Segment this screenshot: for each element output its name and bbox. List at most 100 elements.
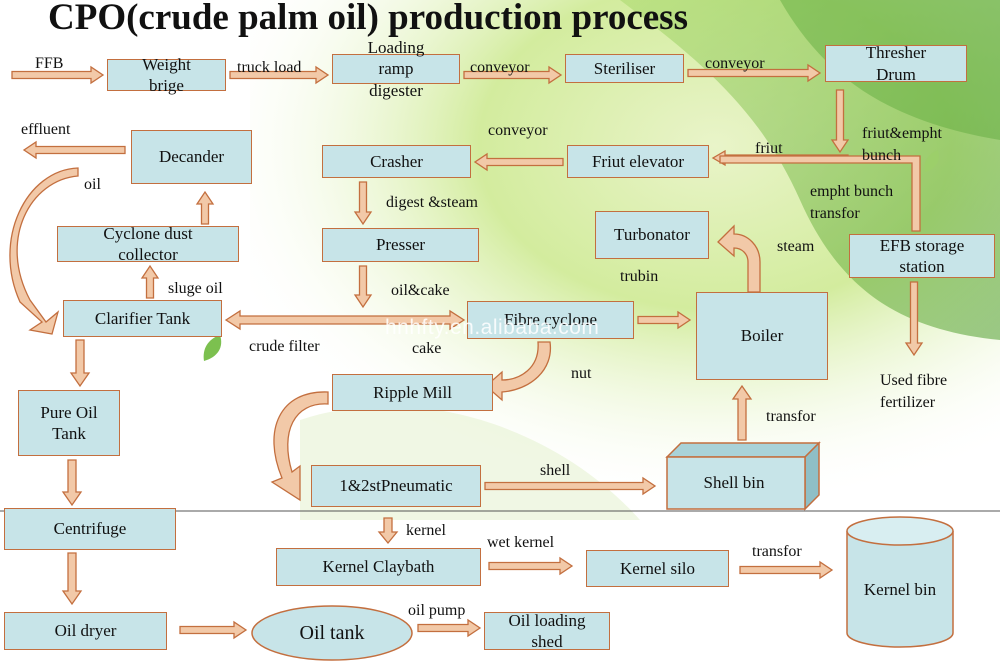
arrow-ripple-to-pneumatic: [270, 391, 329, 502]
arrow-clarifier-to-cyclone: [140, 264, 160, 299]
arrow-steam-up: [717, 224, 761, 293]
cyclone-dust-collector-label: Cyclone dust collector: [103, 223, 193, 264]
fruit-empty-bunch-label: friut&empht bunch: [862, 125, 942, 164]
transfer-label-2: transfor: [752, 543, 802, 560]
arrow-dryer-to-tank: [179, 620, 248, 640]
arrow-conveyor-2: [687, 63, 822, 83]
pure-oil-tank-label: Pure Oil Tank: [40, 402, 98, 443]
kernel-label: kernel: [406, 522, 446, 539]
arrow-crasher-down: [353, 181, 373, 226]
fruit-elevator-box: Friut elevator: [567, 145, 709, 178]
arrow-conveyor-1: [463, 65, 563, 85]
crude-filter-label: crude filter: [249, 338, 320, 355]
centrifuge-box: Centrifuge: [4, 508, 176, 550]
conveyor-label-1: conveyor: [470, 59, 530, 76]
arrow-oil-return: [9, 167, 79, 335]
oil-pump-label: oil pump: [408, 602, 466, 619]
arrow-effluent: [22, 140, 126, 160]
arrow-presser-down: [353, 265, 373, 309]
boiler-box: Boiler: [696, 292, 828, 380]
oil-dryer-label: Oil dryer: [54, 621, 117, 641]
fruit-elevator-label: Friut elevator: [591, 151, 685, 171]
turbonator-box: Turbonator: [595, 211, 709, 259]
kernel-bin-shape: [846, 516, 954, 648]
ffb-label: FFB: [35, 55, 64, 72]
oil-loading-shed-box: Oil loading shed: [484, 610, 610, 651]
arrow-truck-load: [229, 65, 330, 85]
arrow-cake-to-ripple: [485, 341, 552, 402]
arrow-pure-oil-down: [61, 459, 83, 507]
loading-ramp-box: Loading ramp digester: [332, 38, 460, 100]
efb-storage-label: EFB storage station: [879, 235, 965, 276]
boiler-label: Boiler: [740, 326, 784, 346]
kernel-claybath-label: Kernel Claybath: [322, 557, 435, 577]
cyclone-dust-collector-box: Cyclone dust collector: [57, 224, 239, 264]
turbine-label: trubin: [620, 268, 659, 285]
clarifier-tank-label: Clarifier Tank: [94, 308, 191, 328]
arrow-conveyor-3: [473, 152, 564, 172]
presser-label: Presser: [375, 235, 426, 255]
crasher-label: Crasher: [370, 151, 423, 171]
arrow-centrifuge-down: [61, 552, 83, 606]
steam-label: steam: [777, 238, 815, 255]
efb-storage-box: EFB storage station: [849, 234, 995, 278]
arrow-oil-pump: [417, 618, 482, 638]
used-fibre-label: Used fibre fertilizer: [880, 372, 948, 411]
cake-label: cake: [412, 340, 442, 357]
arrow-wet-kernel: [488, 556, 574, 576]
pneumatic-label: 1&2stPneumatic: [339, 476, 453, 496]
presser-box: Presser: [322, 228, 479, 262]
kernel-silo-box: Kernel silo: [586, 550, 729, 587]
thresher-drum-box: Thresher Drum: [825, 43, 967, 84]
weight-bridge-label: Weight brige: [142, 54, 191, 95]
fibre-cyclone-label: Fibre cyclone: [504, 310, 597, 330]
effluent-label: effluent: [21, 121, 71, 138]
kernel-claybath-box: Kernel Claybath: [276, 548, 481, 586]
transfer-label-1: transfor: [766, 408, 816, 425]
nut-label: nut: [571, 365, 592, 382]
sludge-oil-label: sluge oil: [168, 280, 223, 297]
loading-ramp-label: Loading ramp digester: [367, 38, 425, 100]
arrow-efb-down: [904, 281, 924, 357]
oil-tank-box: Oil tank: [252, 610, 412, 656]
truck-load-label: truck load: [237, 59, 302, 76]
arrow-shellbin-to-boiler: [731, 384, 753, 441]
arrow-crude-filter: [224, 309, 466, 331]
fruit-label: friut: [755, 140, 783, 157]
decander-box: Decander: [131, 130, 252, 184]
steriliser-label: Steriliser: [593, 58, 656, 78]
arrow-fibre-to-boiler: [637, 310, 692, 330]
empty-bunch-transfer-label: empht bunch transfor: [810, 183, 894, 222]
kernel-silo-label: Kernel silo: [619, 558, 696, 578]
oil-dryer-box: Oil dryer: [4, 612, 167, 650]
arrow-ffb: [11, 65, 105, 85]
shell-label: shell: [540, 462, 571, 479]
wet-kernel-label: wet kernel: [487, 534, 555, 551]
oil-tank-label: Oil tank: [299, 621, 365, 644]
diagram-title: CPO(crude palm oil) production process: [48, 0, 688, 38]
kernel-bin-box: Kernel bin: [847, 560, 953, 620]
turbonator-label: Turbonator: [614, 225, 690, 245]
thresher-drum-label: Thresher Drum: [865, 43, 927, 84]
ripple-mill-label: Ripple Mill: [373, 382, 452, 402]
watermark: hnhfty.en.alibaba.com: [385, 316, 600, 339]
ripple-mill-box: Ripple Mill: [332, 374, 493, 411]
oil-tank-shape: [251, 605, 413, 661]
oil-cake-label: oil&cake: [391, 282, 450, 299]
decander-label: Decander: [158, 147, 225, 167]
oil-loading-shed-label: Oil loading shed: [508, 610, 586, 651]
arrow-clarifier-down: [69, 339, 91, 388]
arrow-empty-bunch-line: [719, 155, 921, 232]
shell-bin-box: Shell bin: [668, 458, 800, 508]
shell-bin-label: Shell bin: [703, 473, 765, 493]
crasher-box: Crasher: [322, 145, 471, 178]
pure-oil-tank-box: Pure Oil Tank: [18, 390, 120, 456]
clarifier-tank-box: Clarifier Tank: [63, 300, 222, 337]
conveyor-label-2: conveyor: [705, 55, 765, 72]
steriliser-box: Steriliser: [565, 54, 684, 83]
oil-label: oil: [84, 176, 101, 193]
arrow-cyclone-up: [195, 190, 215, 225]
conveyor-label-3: conveyor: [488, 122, 548, 139]
fibre-cyclone-box: Fibre cyclone: [467, 301, 634, 339]
